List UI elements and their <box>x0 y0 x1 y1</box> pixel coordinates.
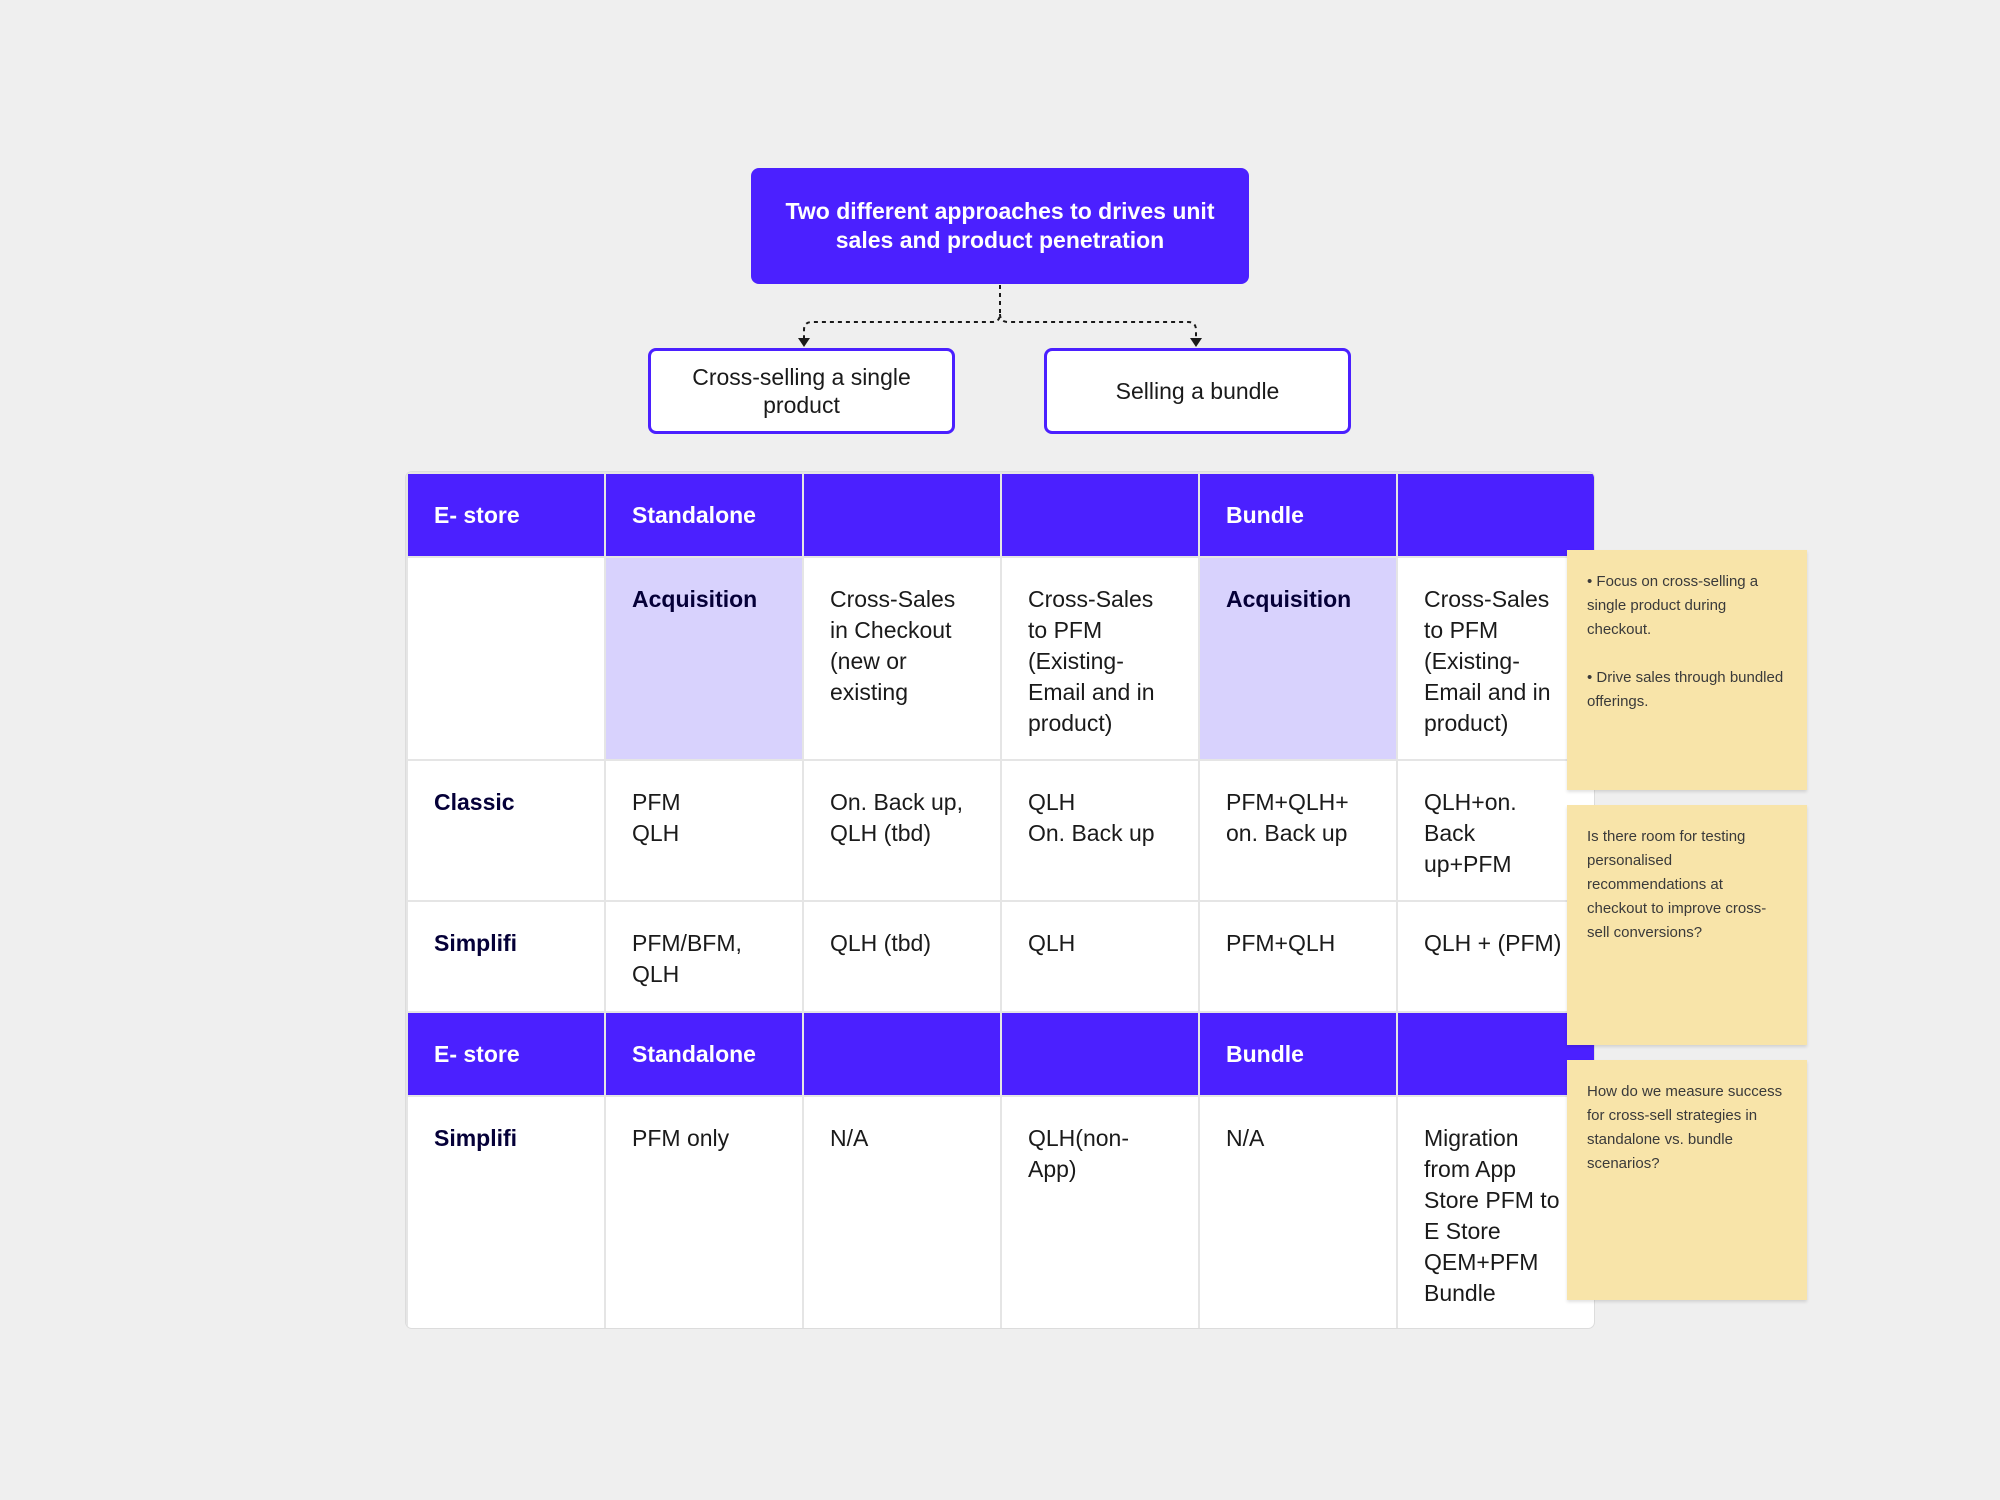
comparison-table: E- store Standalone Bundle Acquisition C… <box>406 472 1594 1328</box>
table-cell: QLH On. Back up <box>1000 759 1200 902</box>
table-cell: QLH(non-App) <box>1000 1095 1200 1328</box>
arrowhead-bundle <box>1190 338 1202 347</box>
header-cell: E- store <box>406 472 606 558</box>
table-row: Simplifi PFM only N/A QLH(non-App) N/A M… <box>406 1095 1594 1328</box>
table-cell: PFM/BFM, QLH <box>604 900 804 1013</box>
child-node-label: Selling a bundle <box>1115 378 1280 404</box>
table-row-label: Classic <box>406 759 606 902</box>
connector-to-bundle <box>999 313 1197 340</box>
root-node[interactable]: Two different approaches to drives unit … <box>751 168 1249 284</box>
header-cell <box>1000 1011 1200 1097</box>
table-header-row: E- store Standalone Bundle <box>406 1011 1594 1097</box>
table-cell: N/A <box>1198 1095 1398 1328</box>
table-row: Classic PFM QLH On. Back up, QLH (tbd) Q… <box>406 759 1594 902</box>
table-cell: PFM+QLH+ on. Back up <box>1198 759 1398 902</box>
header-cell: Bundle <box>1198 1011 1398 1097</box>
sticky-note[interactable]: How do we measure success for cross-sell… <box>1567 1060 1807 1300</box>
table-cell-highlight: Acquisition <box>604 556 804 761</box>
header-cell: Standalone <box>604 472 804 558</box>
header-cell: Bundle <box>1198 472 1398 558</box>
table-cell: Cross-Sales to PFM (Existing- Email and … <box>1000 556 1200 761</box>
child-node-bundle[interactable]: Selling a bundle <box>1044 348 1351 434</box>
table-cell: QLH <box>1000 900 1200 1013</box>
table-row-label: Simplifi <box>406 900 606 1013</box>
table-cell: QLH + (PFM) <box>1396 900 1594 1013</box>
header-cell: Standalone <box>604 1011 804 1097</box>
table-cell: QLH+on. Back up+PFM <box>1396 759 1594 902</box>
table-row-label: Simplifi <box>406 1095 606 1328</box>
table-row: Simplifi PFM/BFM, QLH QLH (tbd) QLH PFM+… <box>406 900 1594 1013</box>
header-cell <box>802 472 1002 558</box>
table-cell: Cross-Sales in Checkout (new or existing <box>802 556 1002 761</box>
table-cell-highlight: Acquisition <box>1198 556 1398 761</box>
table-cell: PFM QLH <box>604 759 804 902</box>
connector-to-single-product <box>803 285 1001 340</box>
header-cell: E- store <box>406 1011 606 1097</box>
table-cell: N/A <box>802 1095 1002 1328</box>
child-node-single-product[interactable]: Cross-selling a single product <box>648 348 955 434</box>
table-cell: PFM+QLH <box>1198 900 1398 1013</box>
table-cell <box>406 556 606 761</box>
header-cell <box>1396 1011 1594 1097</box>
table-cell: Cross-Sales to PFM (Existing- Email and … <box>1396 556 1594 761</box>
header-cell <box>1396 472 1594 558</box>
root-node-label: Two different approaches to drives unit … <box>785 198 1215 253</box>
header-cell <box>802 1011 1002 1097</box>
arrowhead-single-product <box>798 338 810 347</box>
table-cell: PFM only <box>604 1095 804 1328</box>
table-header-row: E- store Standalone Bundle <box>406 472 1594 558</box>
table-row: Acquisition Cross-Sales in Checkout (new… <box>406 556 1594 761</box>
table-grid: E- store Standalone Bundle Acquisition C… <box>406 472 1594 1328</box>
child-node-label: Cross-selling a single product <box>692 364 911 418</box>
table-cell: QLH (tbd) <box>802 900 1002 1013</box>
sticky-note[interactable]: • Focus on cross-selling a single produc… <box>1567 550 1807 790</box>
table-cell: On. Back up, QLH (tbd) <box>802 759 1002 902</box>
table-cell: Migration from App Store PFM to E Store … <box>1396 1095 1594 1328</box>
sticky-note[interactable]: Is there room for testing personalised r… <box>1567 805 1807 1045</box>
header-cell <box>1000 472 1200 558</box>
